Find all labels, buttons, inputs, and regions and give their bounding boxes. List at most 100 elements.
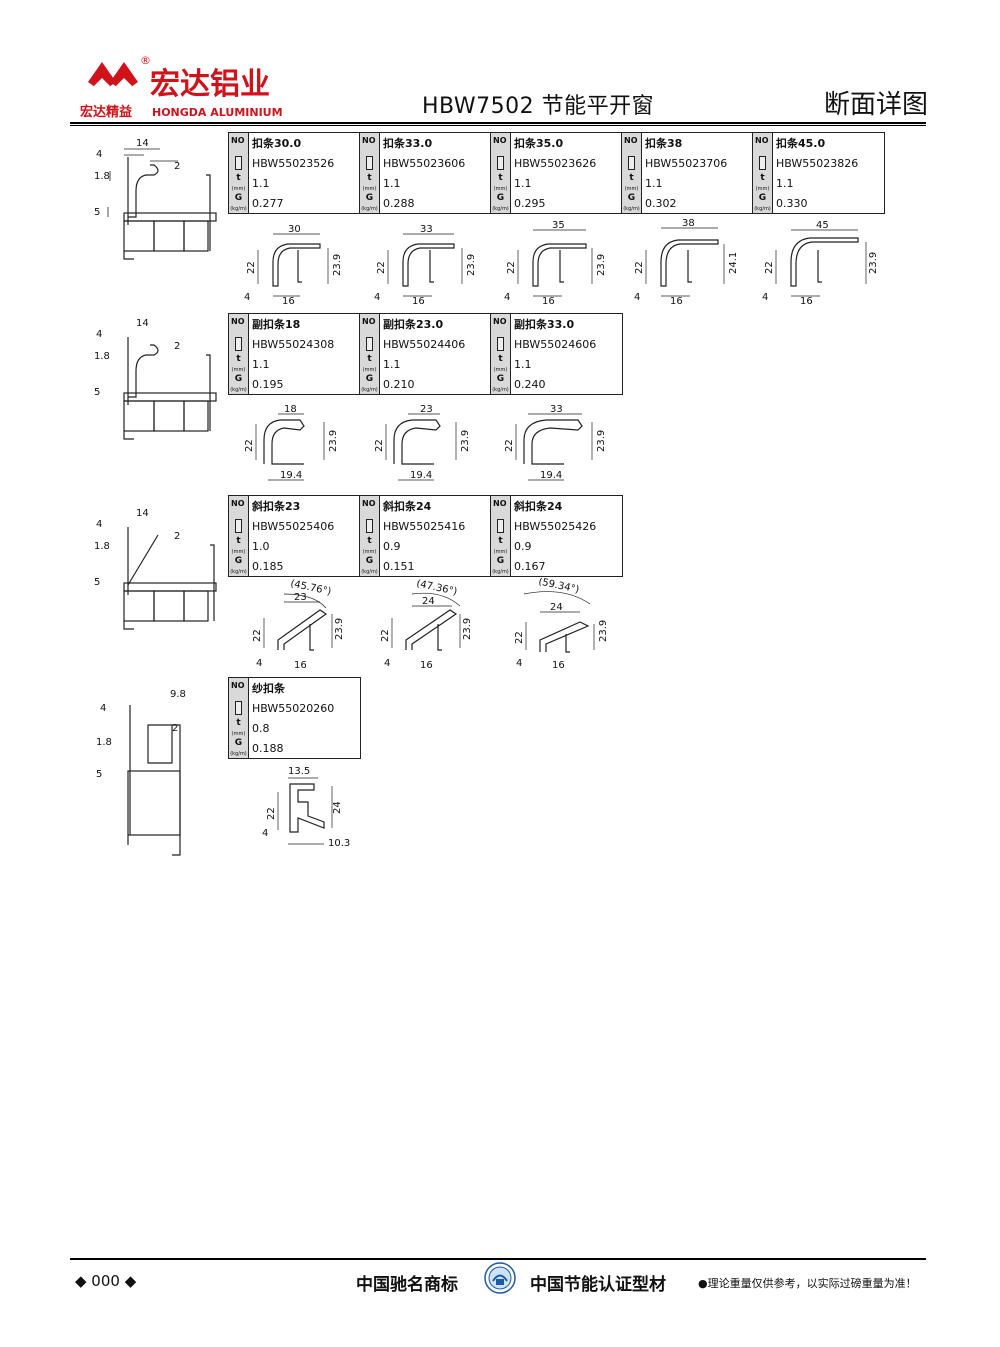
frame1-dim-5: 5	[94, 207, 100, 218]
r2p1-right: 23.9	[328, 430, 339, 452]
profile-weight: 0.185	[252, 559, 284, 573]
frame-section-1: 14 4 2 1.8 5	[94, 138, 217, 260]
profile-code-icon	[229, 153, 249, 173]
thickness-icon: t(mm)	[229, 718, 249, 738]
profile-thickness: 1.1	[383, 357, 401, 371]
row2-profile-drawings: 18 22 23.9 19.4 23 22 23.9 19.4 33 22 23…	[244, 404, 607, 481]
r3p1-right: 23.9	[334, 618, 345, 640]
page-number: ◆ 000 ◆	[75, 1272, 137, 1290]
frame-section-4: 9.8 4 2 1.8 5	[96, 689, 186, 856]
profile-name: 扣条33.0	[383, 137, 433, 150]
r1p1-base-4: 4	[244, 292, 250, 303]
r3p1-base-16: 16	[294, 660, 307, 671]
profile-name: 副扣条18	[252, 318, 301, 331]
r4-base-4: 4	[262, 828, 268, 839]
weight-icon: G(kg/m)	[491, 556, 511, 576]
logo-english-name: HONGDA ALUMINIUM	[152, 106, 283, 119]
r1p3-height: 22	[506, 261, 517, 274]
number-icon: NO	[491, 496, 511, 516]
number-icon: NO	[622, 133, 642, 153]
profile-name: 纱扣条	[252, 682, 285, 695]
number-icon: NO	[491, 133, 511, 153]
frame1-dim-14: 14	[136, 138, 149, 149]
profile-weight: 0.302	[645, 196, 677, 210]
thickness-icon: t(mm)	[229, 173, 249, 193]
r1p5-base-4: 4	[762, 292, 768, 303]
profile-name: 扣条35.0	[514, 137, 564, 150]
r1p2-height: 22	[376, 261, 387, 274]
profile-weight: 0.167	[514, 559, 546, 573]
weight-icon: G(kg/m)	[360, 193, 380, 213]
profile-code: HBW55024308	[252, 337, 335, 351]
r2p1-base: 19.4	[280, 470, 302, 481]
profile-code-icon	[360, 516, 380, 536]
profile-name: 扣条30.0	[252, 137, 302, 150]
r3p3-base-4: 4	[516, 658, 522, 669]
thickness-icon: t(mm)	[229, 354, 249, 374]
r3p2-height: 22	[380, 629, 391, 642]
frame4-dim-9.8: 9.8	[170, 689, 186, 700]
number-icon: NO	[229, 678, 249, 698]
r2p2-right: 23.9	[460, 430, 471, 452]
profile-code-icon	[491, 334, 511, 354]
frame1-dim-1.8: 1.8	[94, 171, 110, 182]
frame3-dim-14: 14	[136, 508, 149, 519]
frame2-dim-2: 2	[174, 341, 180, 352]
profile-weight: 0.277	[252, 196, 284, 210]
number-icon: NO	[229, 133, 249, 153]
profile-name: 扣条38	[645, 137, 683, 150]
profile-thickness: 1.1	[383, 176, 401, 190]
r1p1-right: 23.9	[332, 254, 343, 276]
footer-brand-text: 中国驰名商标	[356, 1275, 458, 1295]
profile-thickness: 1.1	[776, 176, 794, 190]
number-icon: NO	[229, 314, 249, 334]
r3p3-right: 23.9	[598, 620, 609, 642]
frame2-dim-1.8: 1.8	[94, 351, 110, 362]
profile-name: 扣条45.0	[776, 137, 826, 150]
frame3-dim-2: 2	[174, 531, 180, 542]
profile-thickness: 1.1	[252, 176, 270, 190]
profile-weight: 0.295	[514, 196, 546, 210]
r1p4-base-16: 16	[670, 296, 683, 307]
frame4-dim-1.8: 1.8	[96, 737, 112, 748]
row3-profile-drawings: (45.76°) 23 22 23.9 4 16 (47.36°) 24 22 …	[252, 578, 609, 671]
r1p5-right: 23.9	[868, 252, 879, 274]
row4-profile-drawing: 13.5 22 24 4 10.3	[262, 766, 350, 849]
weight-icon: G(kg/m)	[229, 556, 249, 576]
r1p2-width: 33	[420, 224, 433, 235]
logo-slogan: 宏达精益	[80, 104, 132, 120]
frame2-dim-5: 5	[94, 387, 100, 398]
frame3-dim-1.8: 1.8	[94, 541, 110, 552]
number-icon: NO	[491, 314, 511, 334]
row1-profile-drawings: 30 22 23.9 4 16 33 22 23.9 4 16 35 22 23…	[244, 218, 879, 307]
weight-icon: G(kg/m)	[753, 193, 773, 213]
r3p1-base-4: 4	[256, 658, 262, 669]
r3p3-angle: (59.34°)	[537, 578, 580, 596]
profile-code: HBW55023606	[383, 156, 466, 170]
profile-code-icon	[360, 334, 380, 354]
profile-name: 副扣条33.0	[514, 318, 575, 331]
profile-code: HBW55020260	[252, 701, 335, 715]
profile-thickness: 1.1	[645, 176, 663, 190]
weight-icon: G(kg/m)	[229, 374, 249, 394]
r2p3-height: 22	[504, 439, 515, 452]
r4-base-10.3: 10.3	[328, 838, 350, 849]
r1p4-height: 22	[634, 261, 645, 274]
weight-icon: G(kg/m)	[229, 193, 249, 213]
r1p3-base-4: 4	[504, 292, 510, 303]
r1p3-width: 35	[552, 220, 565, 231]
number-icon: NO	[360, 133, 380, 153]
thickness-icon: t(mm)	[622, 173, 642, 193]
profile-name: 副扣条23.0	[383, 318, 444, 331]
r2p3-right: 23.9	[596, 430, 607, 452]
profile-code-icon	[360, 153, 380, 173]
